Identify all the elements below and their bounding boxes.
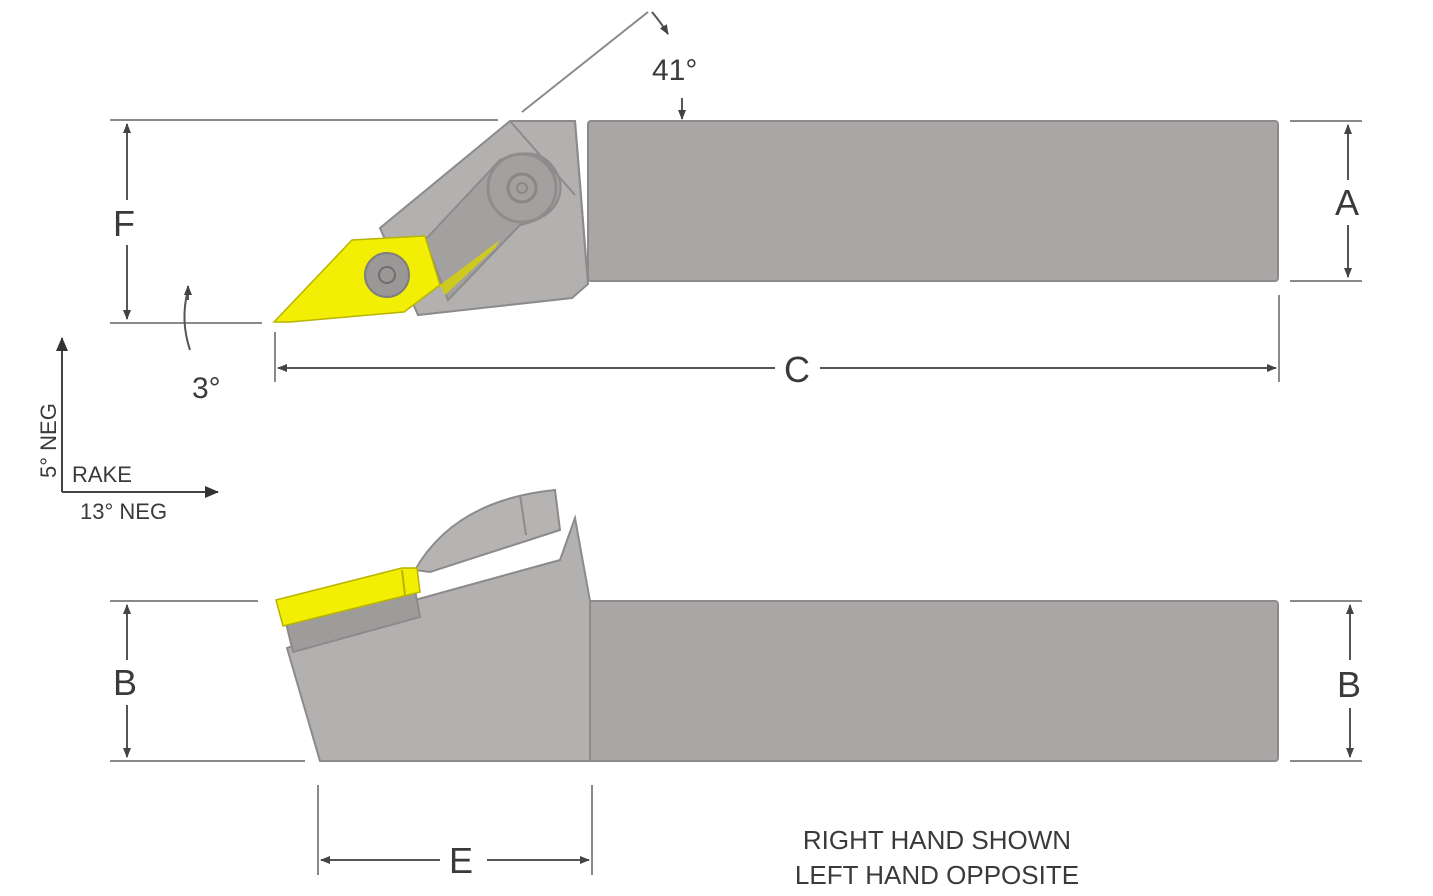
rake-horizontal-label: 13° NEG: [80, 499, 167, 524]
lead-angle-label: 41°: [652, 54, 697, 87]
insert-screw-icon: [364, 252, 410, 298]
rake-label: RAKE: [72, 462, 132, 487]
rake-vertical-label: 5° NEG: [36, 403, 61, 478]
dim-c-label: C: [784, 349, 810, 390]
dim-b-right-label: B: [1337, 664, 1361, 705]
side-head: [285, 514, 591, 762]
side-clamp: [413, 488, 562, 574]
note-right-hand: RIGHT HAND SHOWN: [803, 825, 1071, 855]
insert-side: [275, 567, 421, 627]
rake-indicator: 5° NEG RAKE 13° NEG: [36, 337, 219, 524]
dim-f-label: F: [113, 203, 135, 244]
top-shank: [587, 120, 1279, 282]
side-shank: [587, 600, 1279, 762]
dim-e-label: E: [449, 840, 473, 881]
clamp-screw-icon: [506, 172, 538, 204]
clearance-angle-label: 3°: [192, 372, 221, 405]
dim-a-label: A: [1335, 182, 1359, 223]
clamp-ring: [486, 152, 558, 224]
note-left-hand: LEFT HAND OPPOSITE: [795, 860, 1079, 890]
top-view: 41° F 3° A C: [110, 11, 1362, 405]
hand-notes: RIGHT HAND SHOWN LEFT HAND OPPOSITE: [795, 825, 1079, 890]
dim-b-left-label: B: [113, 662, 137, 703]
side-view: B B E: [110, 488, 1362, 881]
